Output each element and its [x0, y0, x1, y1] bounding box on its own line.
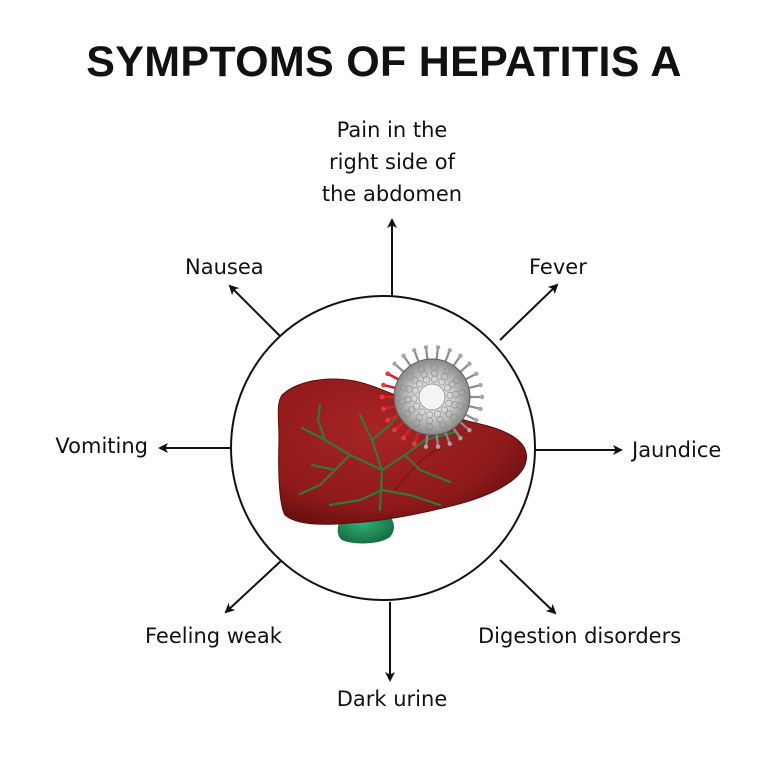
label-feeling-weak: Feeling weak [145, 624, 282, 648]
label-abdomen-pain: Pain in the right side of the abdomen [292, 114, 492, 210]
label-abdomen-pain-line-3: the abdomen [321, 182, 463, 206]
label-nausea: Nausea [185, 255, 264, 279]
liver-icon [277, 378, 527, 525]
label-jaundice: Jaundice [632, 438, 722, 462]
label-dark-urine: Dark urine [336, 687, 448, 711]
arrow-digestion [499, 559, 557, 615]
label-abdomen-pain-line-1: Pain in the [336, 118, 448, 142]
arrow-feeling-weak [224, 559, 283, 614]
label-vomiting: Vomiting [55, 434, 148, 458]
arrows-group [158, 218, 623, 682]
label-fever: Fever [529, 255, 587, 279]
label-digestion-disorders: Digestion disorders [478, 624, 682, 648]
page-title: SYMPTOMS OF HEPATITIS A [86, 38, 682, 86]
arrow-fever [499, 283, 559, 341]
label-abdomen-pain-line-2: right side of [329, 150, 455, 174]
arrow-nausea [228, 284, 283, 339]
virus-icon [379, 345, 485, 449]
